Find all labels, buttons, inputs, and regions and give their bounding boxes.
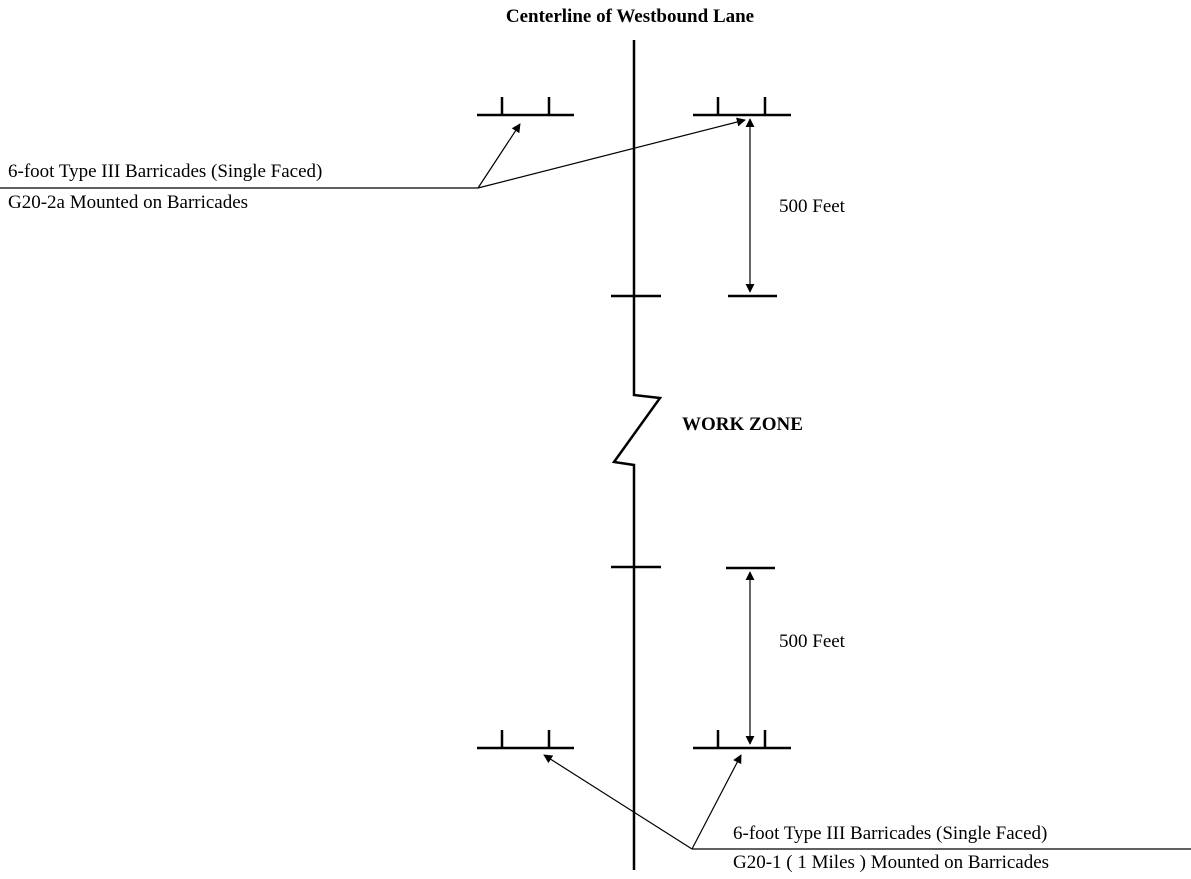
diagram-title: Centerline of Westbound Lane bbox=[505, 6, 755, 27]
top-callout-leader-left bbox=[477, 123, 521, 189]
work-zone-label: WORK ZONE bbox=[682, 414, 803, 435]
centerline bbox=[611, 40, 663, 870]
barricade-top-left bbox=[477, 97, 574, 117]
barricade-bottom-left bbox=[477, 730, 574, 750]
top-callout-line-2: G20-2a Mounted on Barricades bbox=[8, 192, 249, 213]
bottom-callout-line-1: 6-foot Type III Barricades (Single Faced… bbox=[733, 823, 1048, 844]
top-callout-leader-right bbox=[477, 117, 746, 189]
barricade-top-right bbox=[693, 97, 791, 117]
upper-dimension-label: 500 Feet bbox=[779, 196, 845, 217]
top-callout-line-1: 6-foot Type III Barricades (Single Faced… bbox=[8, 161, 323, 182]
barricade-bottom-right bbox=[693, 730, 791, 750]
bottom-callout-leader-right bbox=[691, 754, 742, 850]
bottom-callout-line-2: G20-1 ( 1 Miles ) Mounted on Barricades bbox=[733, 852, 1050, 873]
bottom-callout-leader-left bbox=[543, 754, 693, 850]
lower-dimension-label: 500 Feet bbox=[779, 631, 845, 652]
